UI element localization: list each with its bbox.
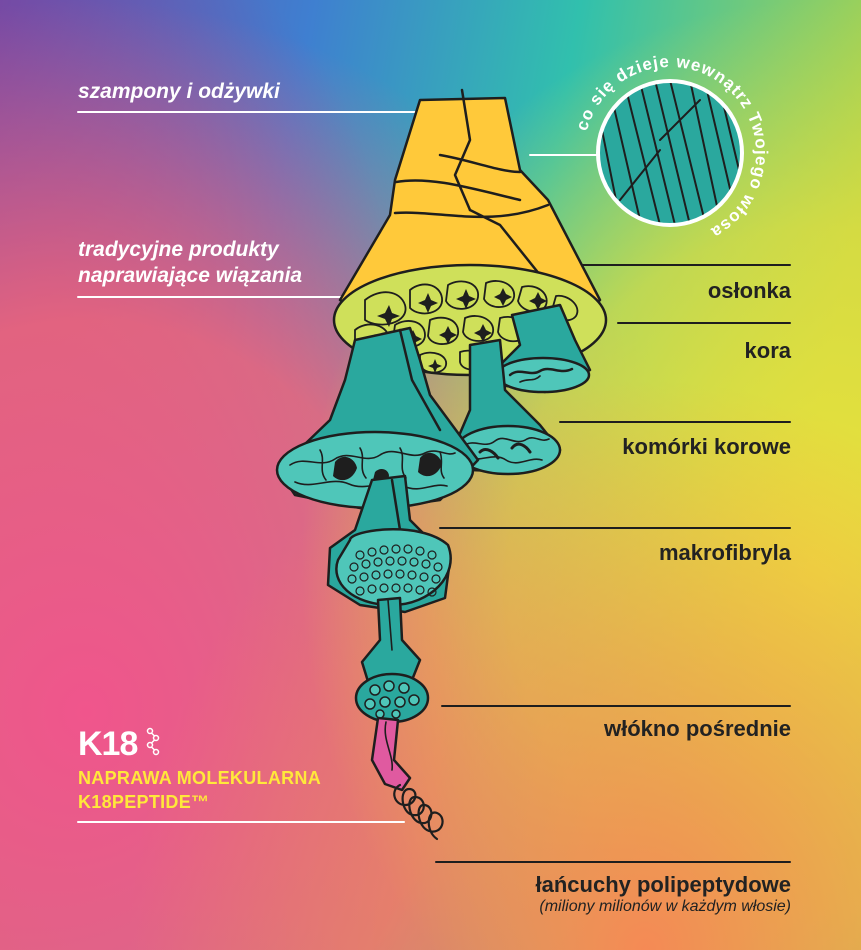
brand-tag-line2: K18PEPTIDE™ — [78, 792, 210, 812]
molecule-icon — [146, 727, 160, 756]
label-cuticle: osłonka — [707, 278, 791, 303]
inside-hair-badge — [596, 79, 744, 227]
label-cortex: kora — [744, 338, 791, 363]
label-traditional-line1: tradycyjne produkty — [78, 238, 279, 261]
cortical-cell-medium — [453, 338, 562, 476]
label-macrofibril: makrofibryla — [658, 540, 791, 565]
polypeptide-chain — [370, 716, 444, 841]
label-cortical-cells: komórki korowe — [622, 434, 791, 459]
label-polypeptide-chains: łańcuchy polipeptydowe — [535, 872, 791, 897]
brand-tag-line1: NAPRAWA MOLEKULARNA — [78, 768, 322, 788]
macrofibril — [326, 474, 452, 614]
label-traditional-line2: naprawiające wiązania — [78, 264, 303, 287]
label-shampoo: szampony i odżywki — [78, 80, 280, 103]
label-intermediate-filament: włókno pośrednie — [603, 716, 791, 741]
cortical-cell-small — [493, 303, 592, 394]
leader-lines — [77, 111, 791, 863]
label-polypeptide-note: (miliony milionów w każdym włosie) — [539, 898, 791, 915]
cortical-cell-large — [275, 326, 480, 512]
k18-logo: K18 — [78, 725, 138, 763]
intermediate-filament — [354, 596, 430, 724]
